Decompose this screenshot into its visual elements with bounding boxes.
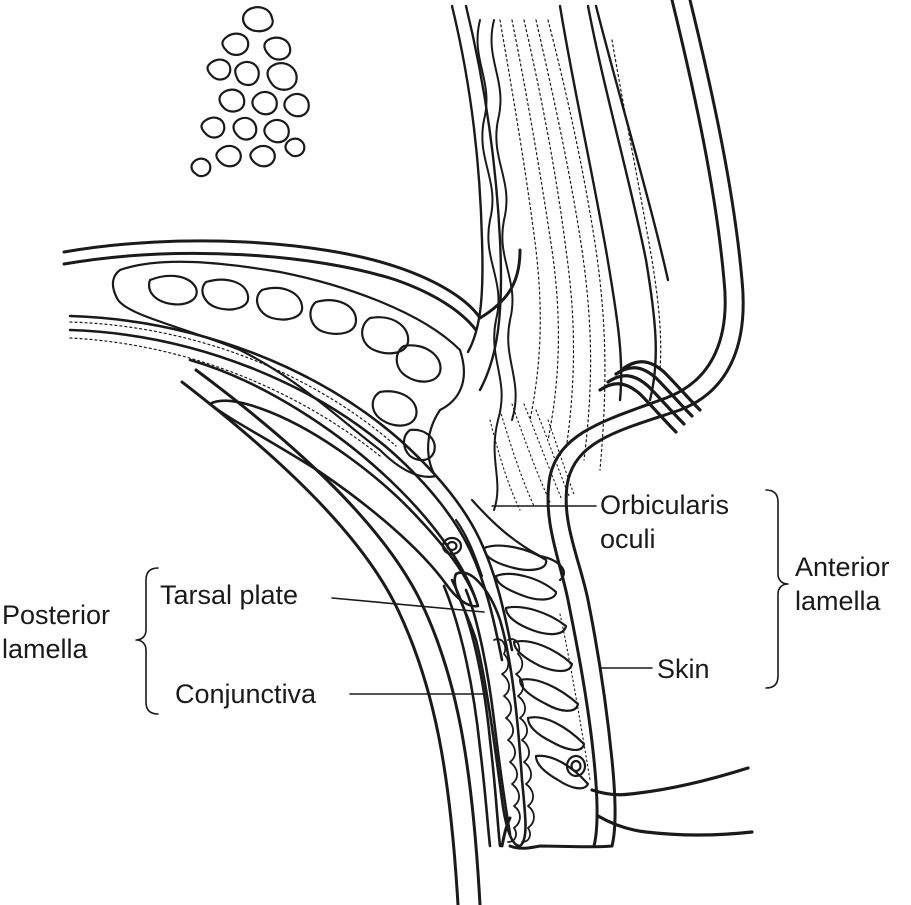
posterior-lamella-bracket bbox=[135, 567, 159, 715]
preaponeurotic-fat bbox=[111, 260, 465, 478]
conjunctival-fornix bbox=[208, 399, 480, 608]
lid-margin bbox=[500, 816, 614, 850]
anterior-soft-tissue bbox=[450, 4, 670, 402]
muscle-striations bbox=[499, 19, 662, 471]
orbital-fat-lobules bbox=[190, 6, 310, 178]
leader-lines bbox=[331, 505, 653, 695]
eyelashes-lower bbox=[590, 766, 754, 837]
posterior-line2: lamella bbox=[2, 634, 88, 664]
posterior-lamella-label: Posterior lamella bbox=[2, 598, 110, 666]
orbital-septum-upper bbox=[62, 239, 522, 332]
pretarsal-orbicularis bbox=[454, 498, 590, 790]
orbicularis-oculi-label: Orbicularis oculi bbox=[600, 488, 729, 556]
vessel-circles bbox=[441, 536, 587, 778]
posterior-fine-lines bbox=[69, 321, 397, 457]
anterior-line1: Anterior bbox=[795, 552, 890, 582]
meibomian-glands bbox=[493, 638, 535, 843]
skin-label: Skin bbox=[657, 654, 710, 684]
skin-outer-contour bbox=[546, 0, 745, 848]
orbicularis-line1: Orbicularis bbox=[600, 490, 730, 520]
conjunctiva-lining bbox=[442, 578, 502, 848]
anterior-lamella-bracket bbox=[765, 489, 789, 689]
eyelashes-upper bbox=[598, 360, 702, 434]
tarsal-plate-label: Tarsal plate bbox=[160, 580, 299, 610]
tarsal-plate bbox=[453, 571, 527, 848]
globe-surface bbox=[180, 368, 482, 905]
conjunctiva-label: Conjunctiva bbox=[175, 679, 317, 709]
anterior-line2: lamella bbox=[795, 586, 881, 616]
orbicularis-line2: oculi bbox=[600, 524, 656, 554]
orbicularis-muscle-layer bbox=[476, 19, 517, 511]
pretarsal-stipple bbox=[489, 403, 591, 781]
posterior-line1: Posterior bbox=[2, 600, 111, 630]
anterior-lamella-label: Anterior lamella bbox=[795, 550, 890, 618]
